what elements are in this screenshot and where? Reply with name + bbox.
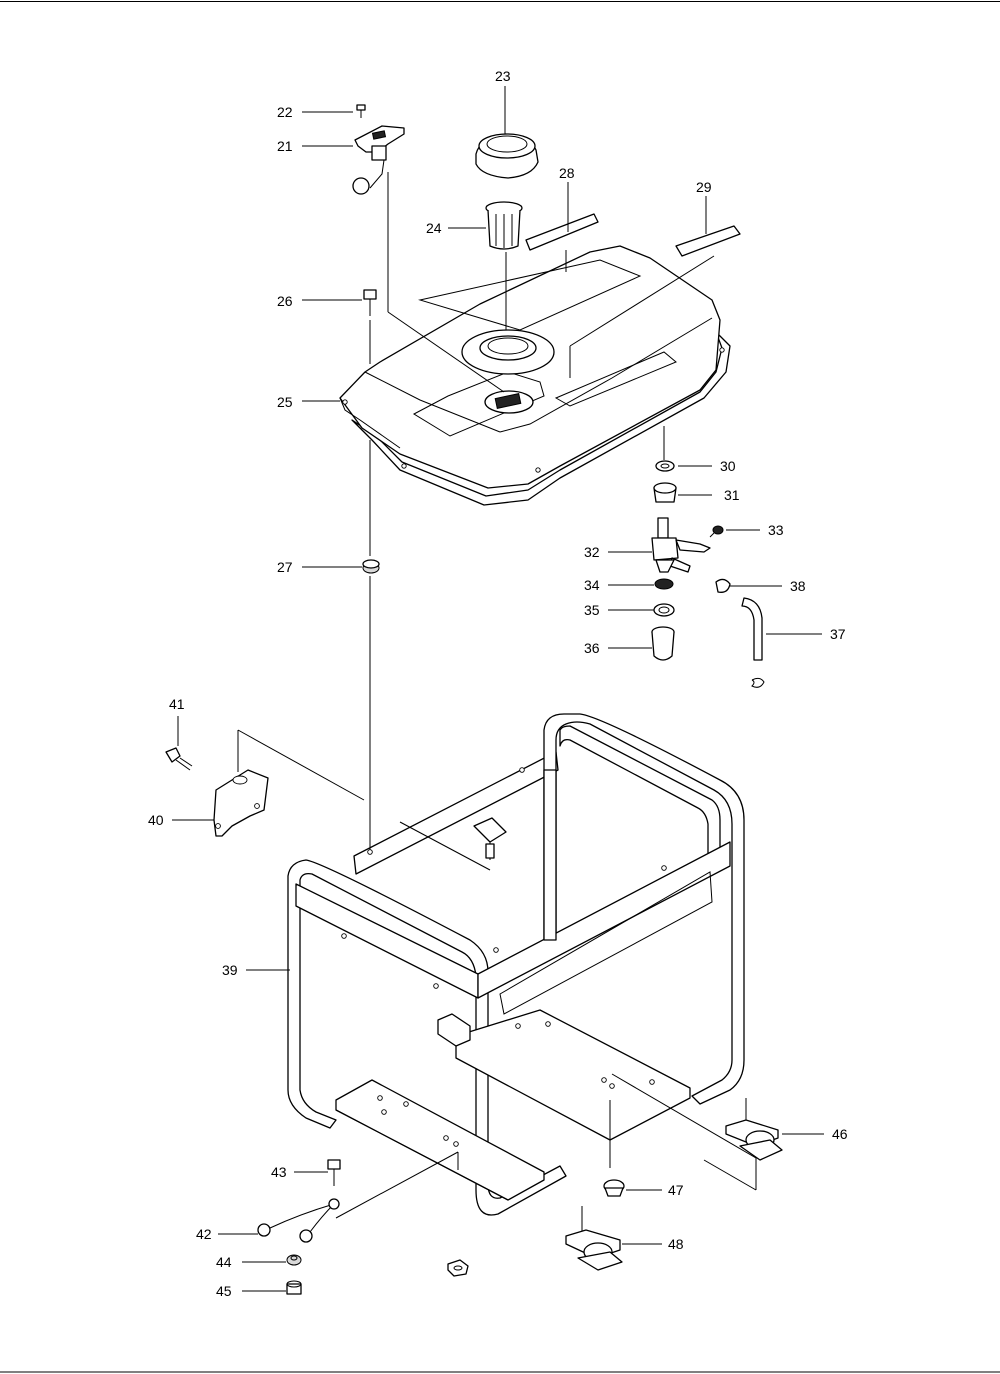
frame-39	[287, 713, 745, 1216]
loose-clip	[751, 677, 765, 688]
gauge-screw	[356, 104, 366, 118]
label-28-plate	[525, 213, 599, 251]
label-31: 31	[724, 487, 740, 503]
fuel-gauge	[352, 125, 405, 195]
mount-48	[565, 1206, 623, 1271]
label-48: 48	[668, 1236, 684, 1252]
label-32: 32	[584, 544, 600, 560]
label-36: 36	[584, 640, 600, 656]
label-29-plate	[675, 225, 741, 257]
fuel-tank	[339, 245, 731, 506]
sediment-cup-36	[651, 626, 675, 661]
loose-nut	[447, 1259, 469, 1277]
label-43: 43	[271, 1164, 287, 1180]
label-47: 47	[668, 1182, 684, 1198]
nut-45	[286, 1280, 302, 1295]
label-40: 40	[148, 812, 164, 828]
bolt-41	[165, 747, 193, 771]
label-28: 28	[559, 165, 575, 181]
fuel-cap	[475, 133, 539, 179]
label-39: 39	[222, 962, 238, 978]
label-22: 22	[277, 104, 293, 120]
rubber-bushing	[362, 559, 380, 574]
label-37: 37	[830, 626, 846, 642]
bolt-43	[327, 1159, 341, 1186]
part-number-labels: 22 21 23 24 28 29 26 25 27 30 31 32 33 3…	[148, 68, 848, 1299]
nut-47	[603, 1179, 625, 1197]
label-46: 46	[832, 1126, 848, 1142]
mount-46	[725, 1098, 783, 1161]
washer-30	[655, 460, 675, 472]
ground-wire-42	[257, 1198, 340, 1243]
label-35: 35	[584, 602, 600, 618]
label-26: 26	[277, 293, 293, 309]
nut-44	[286, 1254, 302, 1266]
label-34: 34	[584, 577, 600, 593]
label-38: 38	[790, 578, 806, 594]
screw-33	[709, 525, 724, 538]
label-41: 41	[169, 696, 185, 712]
label-27: 27	[277, 559, 293, 575]
label-33: 33	[768, 522, 784, 538]
label-29: 29	[696, 179, 712, 195]
label-21: 21	[277, 138, 293, 154]
nut-31	[653, 482, 677, 503]
bracket-40	[213, 769, 269, 837]
fuel-cock-32	[651, 517, 711, 573]
leader-lines	[172, 86, 824, 1292]
tank-bolt	[363, 289, 377, 316]
label-25: 25	[277, 394, 293, 410]
label-24: 24	[426, 220, 442, 236]
label-44: 44	[216, 1254, 232, 1270]
fuel-strainer	[485, 201, 523, 250]
filter-screen-34	[654, 578, 674, 590]
label-23: 23	[495, 68, 511, 84]
fuel-hose-37	[741, 597, 763, 661]
label-30: 30	[720, 458, 736, 474]
hose-clip-38	[715, 578, 731, 593]
label-42: 42	[196, 1226, 212, 1242]
label-45: 45	[216, 1283, 232, 1299]
o-ring-35	[653, 603, 675, 617]
